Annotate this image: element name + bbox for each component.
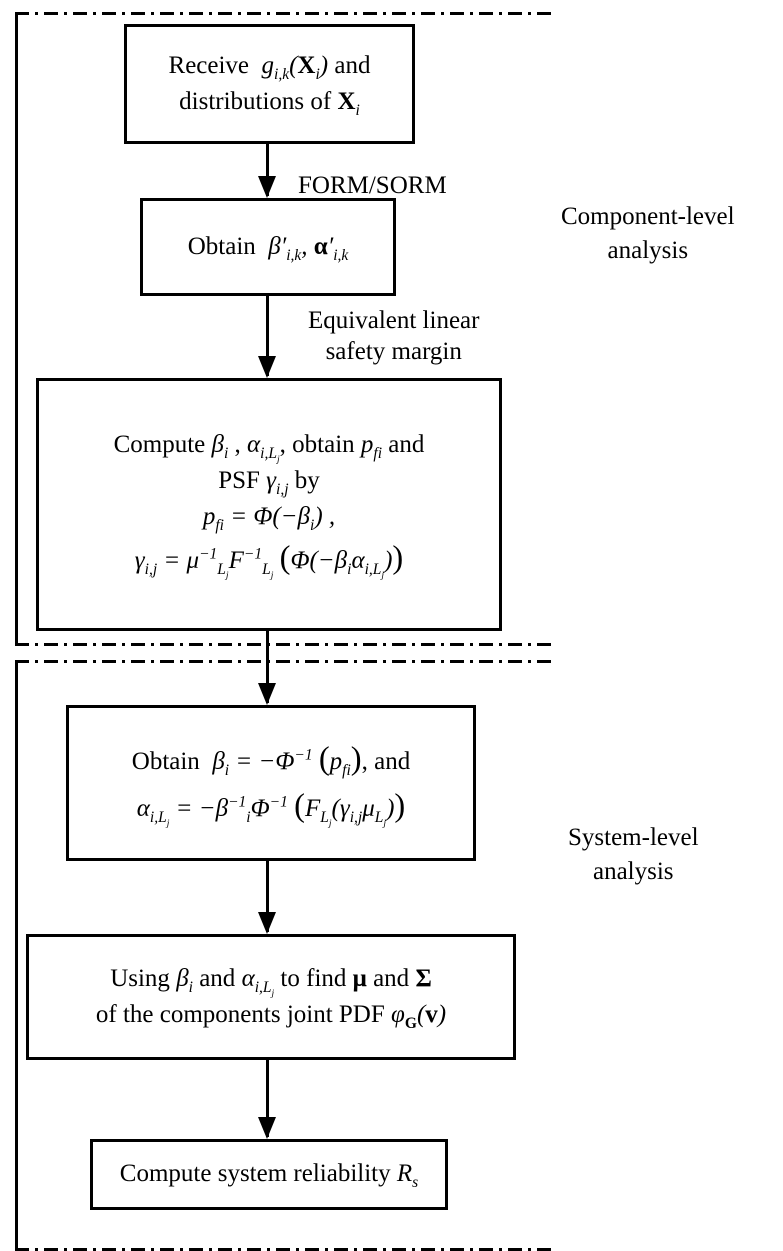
- using-box: Using βi and αi,Lj to find μ and Σ of th…: [26, 934, 516, 1060]
- system-level-label-line2: analysis: [592, 857, 674, 885]
- obtain-beta-prime-box: Obtain β′i,k, α′i,k: [140, 198, 396, 296]
- receive-line2: distributions of Xi: [179, 88, 360, 119]
- limit-state-function: gi,k(Xi): [261, 51, 329, 83]
- equivalent-linear-label: Equivalent linear safety margin: [308, 307, 480, 366]
- component-level-label-line2: analysis: [607, 236, 689, 264]
- compute-beta-box: Compute βi , αi,Lj, obtain pfi and PSF γ…: [36, 378, 502, 631]
- form-sorm-label: FORM/SORM: [298, 172, 447, 199]
- component-level-label: Component-level analysis: [561, 200, 735, 268]
- arrow-compute-to-obtain-beta: [258, 631, 276, 705]
- arrow-obtain-to-compute: [258, 296, 276, 378]
- component-level-label-line1: Component-level: [561, 203, 735, 230]
- beta-prime-alpha-prime: β′i,k, α′i,k: [268, 232, 349, 264]
- failure-probability-equation: pfi = Φ(−βi) ,: [202, 503, 336, 535]
- obtain-beta-box: Obtain βi = −Φ−1 (pfi), and αi,Lj = −β−1…: [66, 705, 476, 861]
- receive-line1: Receive gi,k(Xi) and: [168, 51, 371, 83]
- system-level-label: System-level analysis: [568, 821, 699, 889]
- arrow-using-to-compute-system: [258, 1060, 276, 1139]
- receive-box: Receive gi,k(Xi) and distributions of Xi: [124, 24, 415, 144]
- compute-system-box: Compute system reliability Rs: [90, 1139, 448, 1210]
- system-level-label-line1: System-level: [568, 824, 699, 851]
- alpha-equation: αi,Lj = −β−1iΦ−1 (FLj(γi,jμLj)): [136, 788, 406, 830]
- psf-equation: γi,j = μ−1LjF−1Lj (Φ(−βiαi,Lj)): [134, 540, 404, 582]
- arrow-obtain-beta-to-using: [258, 861, 276, 934]
- arrow-receive-to-obtain: [258, 144, 276, 198]
